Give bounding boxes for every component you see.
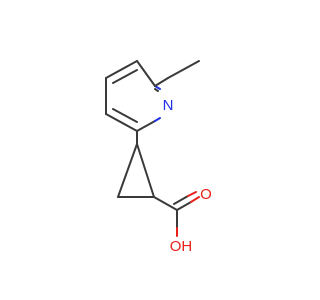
bond-carbonyl-2a	[173, 195, 189, 205]
ring-to-methyl-carbon	[154, 77, 169, 87]
structure-drawing: N O OH	[105, 60, 212, 255]
hydroxyl-label: OH	[170, 238, 193, 255]
double-bond-c1-n	[154, 88, 159, 92]
nitrogen-label: N	[163, 97, 174, 114]
bond-c5-c6	[136, 120, 156, 132]
bond-ring-to-carboxyl	[153, 196, 178, 211]
bond-carbonyl-1a	[176, 201, 192, 211]
cyclopropane-bond-top-left	[117, 143, 138, 198]
cyclopropane-ring	[117, 143, 155, 198]
cyclopropane-bond-right	[136, 143, 155, 198]
bond-c2-c3	[105, 60, 138, 79]
bond-carbonyl-1b	[190, 196, 200, 203]
bond-c4-c5	[105, 113, 138, 132]
double-bond-c4-c5	[112, 108, 138, 123]
pyridine-ring	[105, 60, 161, 132]
carbonyl-oxygen-label: O	[200, 186, 212, 203]
double-bond-c2-c3	[112, 69, 138, 84]
bond-c6-n	[154, 117, 161, 122]
bond-c1-c2	[136, 60, 156, 87]
bond-carbonyl-2b	[187, 191, 197, 197]
methyl-bond	[167, 60, 200, 79]
